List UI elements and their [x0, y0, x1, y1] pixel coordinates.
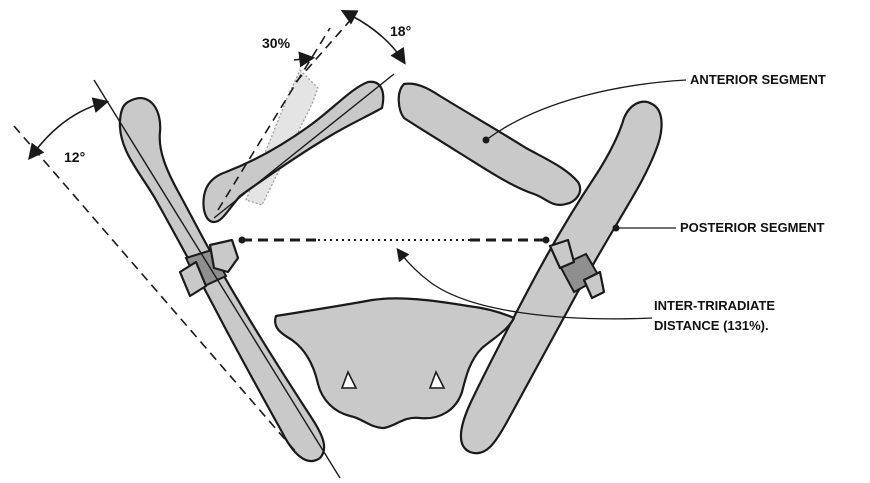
left-ischium-stub: [210, 240, 238, 272]
right-pubis: [399, 84, 580, 205]
inter-triradiate-label-2: DISTANCE (131%).: [654, 318, 769, 333]
ilium-angle-label: 12°: [64, 149, 85, 165]
posterior-segment-label: POSTERIOR SEGMENT: [680, 220, 825, 235]
right-triradiate-point: [543, 237, 550, 244]
anterior-segment-label: ANTERIOR SEGMENT: [690, 72, 826, 87]
left-triradiate-point: [239, 237, 246, 244]
angle-arc-12: [36, 102, 106, 150]
ischium-angle-label: 18°: [390, 23, 411, 39]
angle-arc-30: [294, 58, 312, 60]
ghost-dashed-axis-2: [296, 16, 354, 82]
ghost-dashed-axis: [218, 28, 330, 210]
inter-triradiate-label-1: INTER-TRIRADIATE: [654, 298, 775, 313]
ghost-percent-label: 30%: [262, 35, 291, 51]
